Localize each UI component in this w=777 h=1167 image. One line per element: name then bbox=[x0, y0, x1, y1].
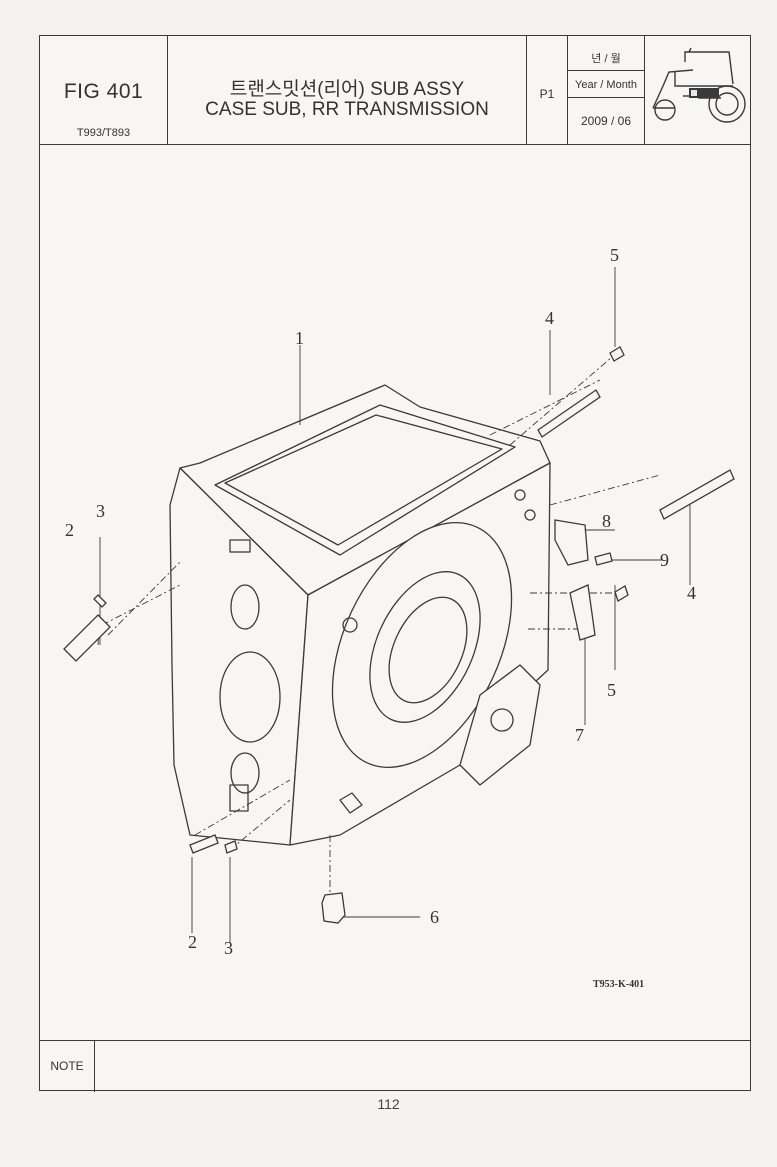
transmission-case-drawing bbox=[63, 267, 735, 943]
callout-5-upper: 5 bbox=[610, 245, 619, 265]
tractor-icon-cell bbox=[645, 36, 752, 144]
header-table: FIG 401 T993/T893 트랜스밋션(리어) SUB ASSY CAS… bbox=[40, 36, 750, 145]
callout-4-lower: 4 bbox=[687, 583, 696, 603]
note-row: NOTE bbox=[40, 1040, 750, 1092]
date-value: 2009 / 06 bbox=[580, 114, 632, 128]
callout-3-lower: 3 bbox=[224, 938, 233, 958]
page-number: 112 bbox=[377, 1096, 400, 1112]
callout-3-upper: 3 bbox=[96, 501, 105, 521]
callout-7: 7 bbox=[575, 725, 584, 745]
title-english: CASE SUB, RR TRANSMISSION bbox=[205, 99, 489, 120]
date-label-korean: 년 / 월 bbox=[591, 53, 621, 65]
callout-9: 9 bbox=[660, 550, 669, 570]
page-code-cell: P1 bbox=[527, 36, 568, 144]
callout-6: 6 bbox=[430, 907, 439, 927]
date-cell: 년 / 월 Year / Month 2009 / 06 bbox=[568, 36, 645, 144]
exploded-parts-drawing: 1 2 3 4 5 6 7 8 9 2 3 4 5 T953-K-401 bbox=[40, 145, 750, 1040]
callout-5-lower: 5 bbox=[607, 680, 616, 700]
callout-8: 8 bbox=[602, 511, 611, 531]
note-label: NOTE bbox=[40, 1041, 95, 1092]
date-label-english: Year / Month bbox=[568, 70, 644, 98]
callout-2-upper: 2 bbox=[65, 520, 74, 540]
model-number: T993/T893 bbox=[76, 127, 131, 139]
title-cell: 트랜스밋션(리어) SUB ASSY CASE SUB, RR TRANSMIS… bbox=[168, 36, 527, 144]
callout-1: 1 bbox=[295, 328, 304, 348]
callout-2-lower: 2 bbox=[188, 932, 197, 952]
page-code: P1 bbox=[539, 87, 555, 101]
fig-cell: FIG 401 T993/T893 bbox=[40, 36, 168, 144]
callout-4-upper: 4 bbox=[545, 308, 554, 328]
fig-number: FIG 401 bbox=[63, 80, 144, 103]
page-frame: FIG 401 T993/T893 트랜스밋션(리어) SUB ASSY CAS… bbox=[39, 35, 751, 1092]
drawing-code: T953-K-401 bbox=[593, 979, 645, 990]
tractor-icon bbox=[652, 47, 746, 123]
title-korean: 트랜스밋션(리어) SUB ASSY bbox=[229, 79, 465, 100]
